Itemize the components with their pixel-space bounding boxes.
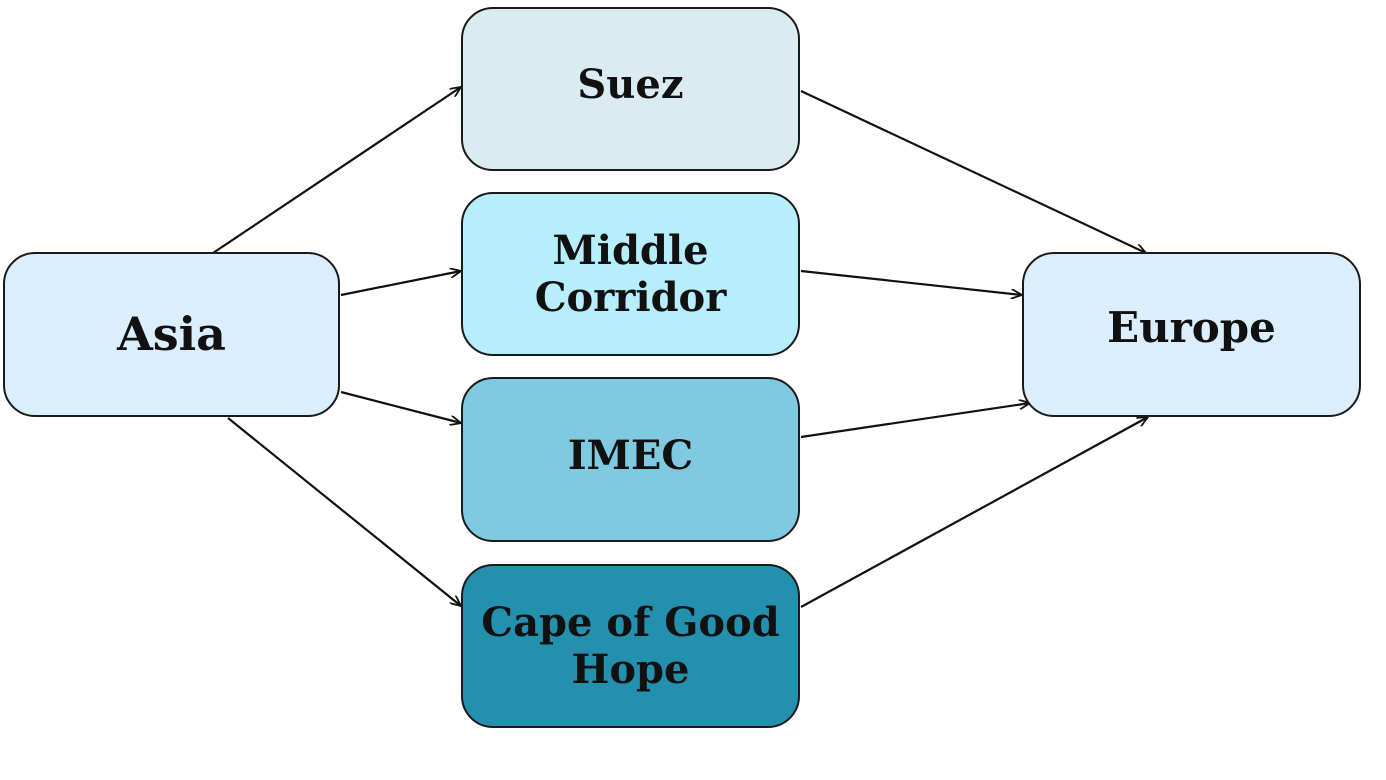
node-europe: Europe	[1022, 252, 1361, 417]
arrow-middle-corridor-to-europe	[800, 269, 1022, 295]
node-suez: Suez	[461, 7, 800, 171]
node-imec: IMEC	[461, 377, 800, 542]
node-middle-corridor: Middle Corridor	[461, 192, 800, 356]
node-imec-label: IMEC	[567, 431, 694, 479]
arrow-asia-to-cape-of-good-hope	[227, 417, 461, 606]
node-cape-of-good-hope-label-line1: Cape of Good	[481, 598, 780, 646]
arrow-imec-to-europe	[800, 403, 1030, 439]
node-cape-of-good-hope: Cape of Good Hope	[461, 564, 800, 728]
arrow-cape-of-good-hope-to-europe	[800, 417, 1148, 608]
arrow-asia-to-imec	[340, 390, 461, 423]
node-asia-label: Asia	[117, 307, 226, 362]
arrow-asia-to-middle-corridor	[340, 271, 461, 297]
arrow-asia-to-suez	[212, 87, 461, 254]
node-middle-corridor-label-line1: Middle	[552, 226, 709, 274]
node-cape-of-good-hope-label-line2: Hope	[571, 646, 690, 693]
node-suez-label: Suez	[577, 61, 684, 109]
node-europe-label: Europe	[1107, 302, 1276, 352]
node-asia: Asia	[3, 252, 340, 417]
node-middle-corridor-label-line2: Corridor	[534, 274, 727, 321]
arrow-suez-to-europe	[800, 90, 1146, 254]
